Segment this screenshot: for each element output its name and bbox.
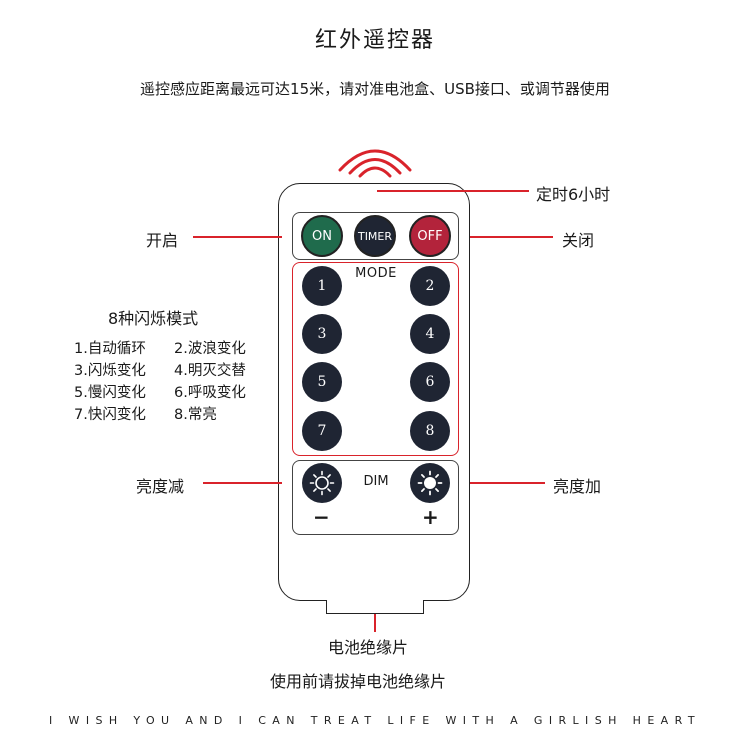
- sun-filled-icon: [417, 470, 443, 496]
- mode-item: 7.快闪变化: [74, 407, 146, 423]
- off-button-label: OFF: [417, 228, 443, 244]
- mode-button-5-label: 5: [317, 374, 327, 390]
- dim-minus-callout: 亮度减: [136, 477, 185, 496]
- mode-button-7[interactable]: 7: [302, 411, 342, 451]
- minus-sign: −: [313, 505, 330, 529]
- modes-list: 1.自动循环 2.波浪变化 3.闪烁变化 4.明灭交替 5.慢闪变化 6.呼吸变化 7…: [74, 338, 246, 426]
- battery-note: 使用前请拔掉电池绝缘片: [270, 672, 447, 691]
- mode-button-1[interactable]: 1: [302, 266, 342, 306]
- off-callout-line: [470, 236, 553, 238]
- timer-callout-line: [377, 190, 529, 192]
- mode-button-8-label: 8: [425, 423, 435, 439]
- on-callout-line: [193, 236, 282, 238]
- mode-item: 8.常亮: [174, 407, 217, 423]
- mode-button-1-label: 1: [317, 278, 327, 294]
- footer-slogan: I WISH YOU AND I CAN TREAT LIFE WITH A G…: [49, 714, 701, 727]
- modes-heading: 8种闪烁模式: [108, 309, 199, 328]
- mode-button-6-label: 6: [425, 374, 435, 390]
- on-callout: 开启: [146, 231, 179, 250]
- off-callout: 关闭: [562, 231, 595, 250]
- mode-button-3-label: 3: [317, 326, 327, 342]
- battery-callout-line: [374, 614, 376, 632]
- mode-button-6[interactable]: 6: [410, 362, 450, 402]
- modes-row: 5.慢闪变化 6.呼吸变化: [74, 382, 246, 404]
- timer-button-label: TIMER: [357, 229, 393, 243]
- mode-item: 3.闪烁变化: [74, 363, 146, 379]
- mode-item: 4.明灭交替: [174, 363, 246, 379]
- dim-plus-callout-line: [470, 482, 545, 484]
- dim-plus-button[interactable]: [410, 463, 450, 503]
- modes-row: 1.自动循环 2.波浪变化: [74, 338, 246, 360]
- on-button-label: ON: [312, 228, 332, 244]
- mode-button-7-label: 7: [317, 423, 327, 439]
- dim-minus-callout-line: [203, 482, 282, 484]
- page-title: 红外遥控器: [314, 28, 435, 53]
- mode-label: MODE: [355, 266, 397, 281]
- mode-button-8[interactable]: 8: [410, 411, 450, 451]
- sun-outline-icon: [309, 470, 335, 496]
- mode-button-2-label: 2: [425, 278, 435, 294]
- mode-item: 5.慢闪变化: [74, 385, 146, 401]
- modes-row: 7.快闪变化 8.常亮: [74, 404, 246, 426]
- timer-callout: 定时6小时: [536, 185, 611, 204]
- mode-item: 1.自动循环: [74, 341, 146, 357]
- dim-plus-callout: 亮度加: [553, 477, 602, 496]
- off-button[interactable]: OFF: [409, 215, 451, 257]
- mode-button-group: [292, 262, 459, 456]
- signal-waves-icon: [338, 149, 412, 178]
- dim-button-group: [292, 460, 459, 535]
- mode-button-3[interactable]: 3: [302, 314, 342, 354]
- on-button[interactable]: ON: [301, 215, 343, 257]
- mode-button-5[interactable]: 5: [302, 362, 342, 402]
- timer-button[interactable]: TIMER: [354, 215, 396, 257]
- mode-item: 2.波浪变化: [174, 341, 246, 357]
- modes-row: 3.闪烁变化 4.明灭交替: [74, 360, 246, 382]
- power-button-group: [292, 212, 459, 260]
- mode-button-4[interactable]: 4: [410, 314, 450, 354]
- page-subtitle: 遥控感应距离最远可达15米，请对准电池盒、USB接口、或调节器使用: [140, 80, 610, 98]
- mode-item: 6.呼吸变化: [174, 385, 246, 401]
- plus-sign: +: [422, 505, 439, 529]
- battery-tab-callout: 电池绝缘片: [328, 638, 409, 657]
- dim-label: DIM: [363, 474, 389, 489]
- mode-button-2[interactable]: 2: [410, 266, 450, 306]
- battery-insulation-tab[interactable]: [326, 600, 424, 614]
- dim-minus-button[interactable]: [302, 463, 342, 503]
- mode-button-4-label: 4: [425, 326, 435, 342]
